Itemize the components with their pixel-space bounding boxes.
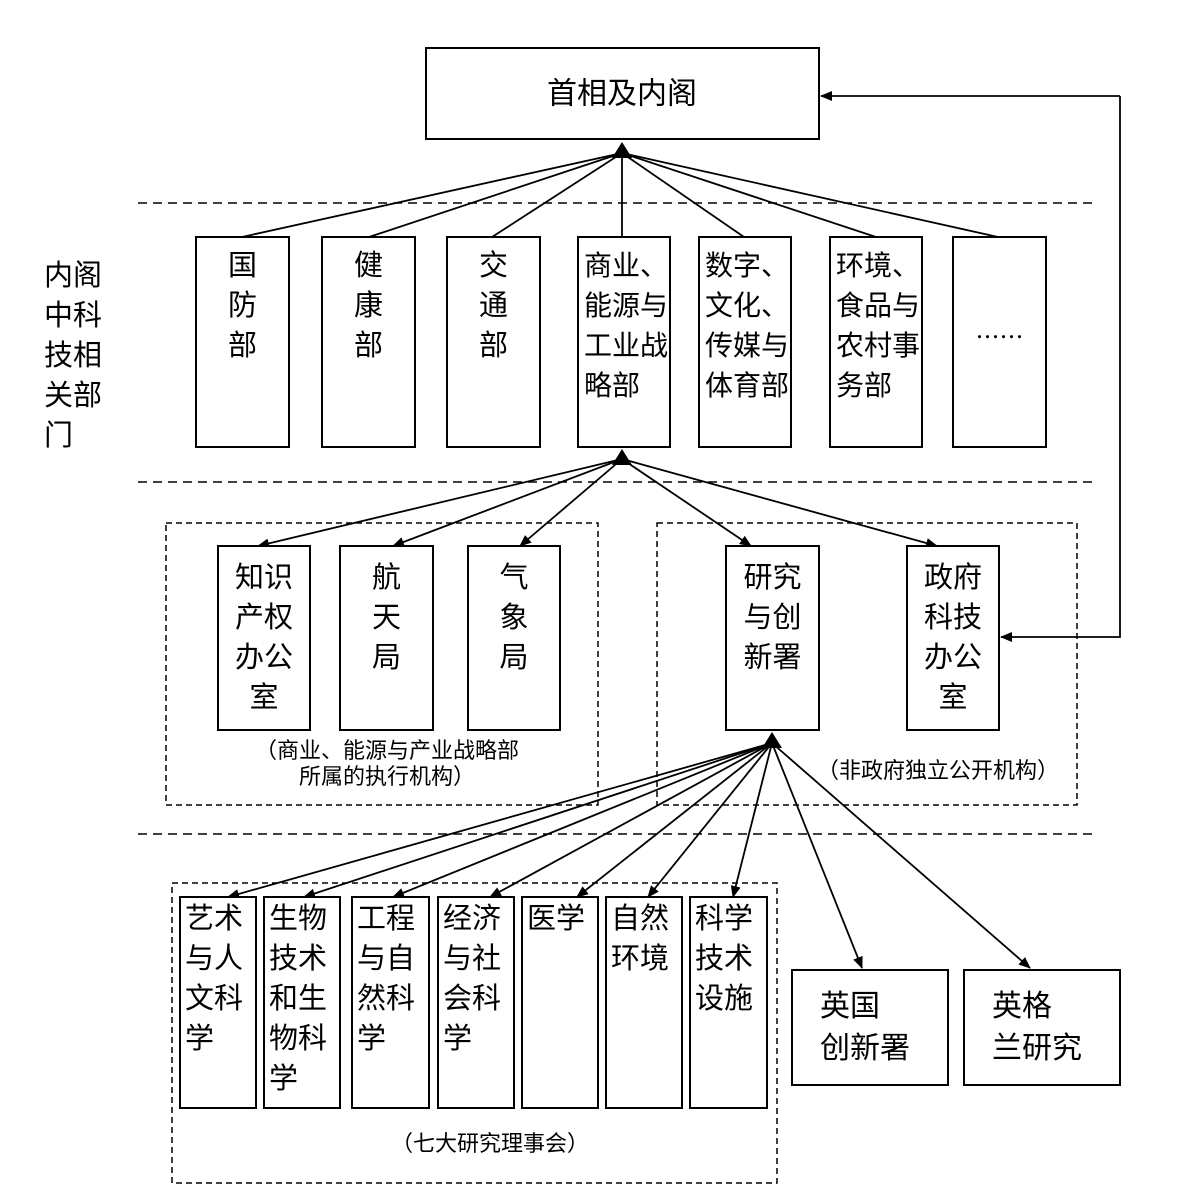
side-label-line-4: 关部 (44, 378, 102, 412)
ukri-child-label: 英格兰研究 (992, 989, 1082, 1066)
department-box (577, 236, 671, 448)
executive-caption-line-1: （商业、能源与产业战略部 (255, 739, 519, 764)
ukri-child-label: 英国创新署 (820, 989, 910, 1066)
department-label: 商业、能源与工业战略部 (584, 249, 668, 402)
side-label-line-3: 技相 (44, 338, 102, 372)
department-label: 环境、食品与农村事务部 (836, 249, 920, 402)
council-caption: （七大研究理事会） (391, 1132, 589, 1157)
innovate-uk-box (791, 969, 949, 1086)
council-label: 生物技术和生物科学 (269, 901, 327, 1095)
independent-caption: （非政府独立公开机构） (817, 759, 1059, 784)
beis-junction-triangle (612, 449, 632, 465)
agency-box (467, 545, 561, 731)
department-label: 交通部 (479, 248, 508, 362)
ukri-child-boxes (791, 969, 1121, 1086)
council-label: 工程与自然科学 (357, 901, 415, 1055)
council-box (521, 896, 599, 1109)
ukri-junction-triangle (762, 732, 782, 748)
department-box (698, 236, 792, 448)
department-box (195, 236, 290, 448)
council-box (437, 896, 515, 1109)
department-label: 数字、文化、传媒与体育部 (705, 249, 789, 402)
go-science-box (906, 545, 1000, 731)
council-label: 自然环境 (611, 901, 669, 975)
department-label: 健康部 (354, 248, 383, 362)
council-label: 经济与社会科学 (443, 901, 501, 1055)
council-box (263, 896, 341, 1109)
feedback-connector (820, 91, 1121, 642)
pm-to-department-lines (241, 152, 999, 238)
council-box (351, 896, 430, 1109)
research-councils-group (171, 882, 778, 1184)
independent-body-label: 研究与创新署 (743, 560, 801, 674)
department-box (446, 236, 541, 448)
agency-label: 航天局 (372, 560, 401, 674)
council-box (689, 896, 768, 1109)
pm-junction-triangle (612, 142, 632, 158)
independent-body-labels: 研究与创新署 政府科技办公室 (743, 560, 982, 714)
ukri-arrows (227, 742, 1031, 969)
council-label: 科学技术设施 (695, 901, 753, 1015)
ukri-child-labels: 英国创新署 英格兰研究 (820, 989, 1082, 1066)
agency-label: 气象局 (499, 560, 528, 674)
department-label: 国防部 (228, 248, 257, 362)
research-council-boxes (179, 896, 768, 1109)
research-england-box (963, 969, 1121, 1086)
executive-caption-line-2: 所属的执行机构） (299, 765, 475, 790)
executive-agencies-group (165, 522, 599, 806)
independent-bodies-group (656, 522, 1078, 806)
agency-label: 知识产权办公室 (235, 560, 293, 714)
beis-arrows (257, 458, 938, 549)
pm-cabinet-label: 首相及内阁 (547, 77, 697, 112)
side-label-line-1: 内阁 (44, 258, 102, 292)
department-label-ellipsis: …… (976, 316, 1024, 344)
side-label: 内阁 中科 技相 关部 门 (44, 258, 102, 452)
department-box (829, 236, 923, 448)
council-box (179, 896, 257, 1109)
department-labels: 国防部 健康部 交通部 商业、能源与工业战略部数字、文化、传媒与体育部环境、食品与农村… (228, 248, 1024, 402)
independent-body-label: 政府科技办公室 (924, 560, 982, 714)
agency-box (217, 545, 311, 731)
side-label-line-5: 门 (44, 418, 73, 452)
council-label: 医学 (527, 901, 585, 935)
council-label: 艺术与人文科学 (185, 901, 243, 1055)
agency-labels: 知识产权办公室 航天局 气象局 (235, 560, 529, 714)
executive-agency-boxes (217, 545, 561, 731)
council-box (605, 896, 683, 1109)
council-labels: 艺术与人文科学生物技术和生物科学工程与自然科学经济与社会科学医学自然环境科学技术… (185, 901, 753, 1095)
agency-box (339, 545, 434, 731)
pm-cabinet-box: 首相及内阁 (425, 47, 820, 140)
ukri-box (725, 545, 820, 731)
side-label-line-2: 中科 (44, 298, 102, 332)
department-boxes (195, 236, 1047, 448)
independent-body-boxes (725, 545, 1000, 731)
separator-lines (138, 202, 1098, 835)
department-box (952, 236, 1047, 448)
department-box (321, 236, 416, 448)
